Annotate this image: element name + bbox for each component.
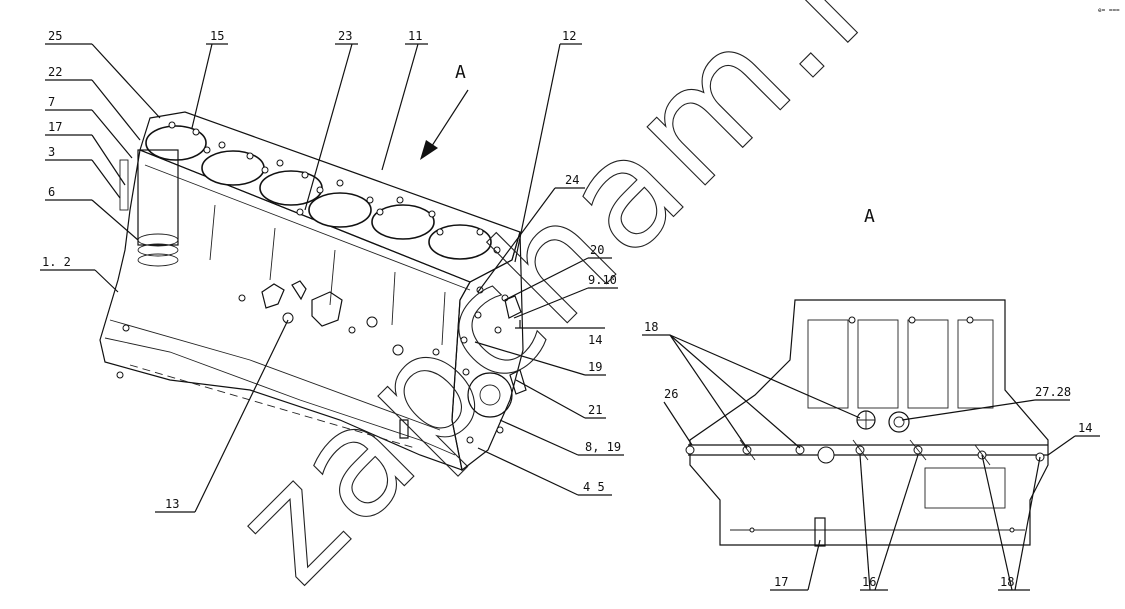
rib — [391, 271, 396, 326]
callout-8-19: 8, 19 — [585, 440, 621, 454]
rib — [209, 204, 216, 261]
stud — [119, 159, 129, 211]
liner-seal-ring — [137, 253, 179, 267]
rib — [441, 291, 446, 346]
left-callouts: 25 15 23 11 12 22 7 17 3 6 1. 2 24 20 9.… — [40, 29, 624, 513]
callout-12: 12 — [562, 29, 576, 43]
callout-14b: 14 — [1078, 421, 1092, 435]
callout-14a: 14 — [588, 333, 602, 347]
callout-22: 22 — [48, 65, 62, 79]
cylinder-bore — [259, 170, 323, 206]
callout-4-5: 4 5 — [583, 480, 605, 494]
callout-15: 15 — [210, 29, 224, 43]
view-a-outline — [685, 299, 1049, 547]
cylinder-bore — [308, 192, 372, 228]
cylinder-block-view — [99, 111, 527, 472]
view-a-callouts: 18 26 27.28 14 17 16 18 — [642, 320, 1100, 591]
callout-9-10: 9.10 — [588, 273, 617, 287]
cylinder-bore — [145, 125, 207, 161]
view-arrow-label: A — [455, 62, 466, 83]
callout-3: 3 — [48, 145, 55, 159]
callout-1-2: 1. 2 — [42, 255, 71, 269]
callout-26: 26 — [664, 387, 678, 401]
cylinder-bore — [201, 150, 265, 186]
callout-18b: 18 — [1000, 575, 1014, 589]
block-skirt-line — [104, 337, 456, 456]
callout-7: 7 — [48, 95, 55, 109]
block-dashed-line — [129, 364, 416, 449]
view-arrow-a: A — [420, 62, 469, 160]
flange-bolts — [685, 439, 1045, 466]
front-face-details — [460, 286, 527, 444]
cylinder-bore — [428, 224, 492, 260]
callout-11: 11 — [408, 29, 422, 43]
callout-6: 6 — [48, 185, 55, 199]
side-fittings — [116, 280, 440, 439]
liner-seal-ring — [137, 243, 179, 257]
deck-bolt-holes — [168, 121, 501, 254]
callout-25: 25 — [48, 29, 62, 43]
watermark: zapcham.ru — [202, 0, 980, 605]
callout-20: 20 — [590, 243, 604, 257]
callout-16: 16 — [862, 575, 876, 589]
deck-edge-line — [144, 164, 471, 291]
view-a-title: A — [864, 206, 875, 227]
rib — [269, 227, 276, 281]
callout-17a: 17 — [48, 120, 62, 134]
callout-19: 19 — [588, 360, 602, 374]
callout-24: 24 — [565, 173, 579, 187]
corner-mark: e= === — [1098, 7, 1120, 14]
cylinder-liner — [137, 149, 179, 246]
rib — [329, 249, 336, 306]
cylinder-bore — [371, 204, 435, 240]
callout-18a: 18 — [644, 320, 658, 334]
block-lower-line — [109, 319, 441, 431]
callout-17b: 17 — [774, 575, 788, 589]
callout-21: 21 — [588, 403, 602, 417]
callout-13: 13 — [165, 497, 179, 511]
callout-23: 23 — [338, 29, 352, 43]
callout-27-28: 27.28 — [1035, 385, 1071, 399]
block-side-face — [99, 149, 471, 471]
